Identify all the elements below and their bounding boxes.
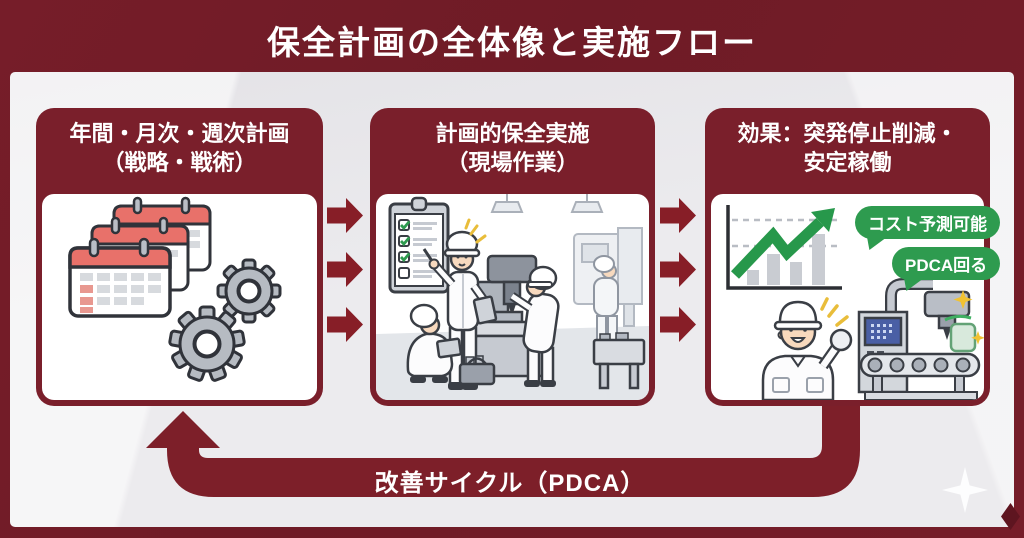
crouching-worker-icon bbox=[406, 303, 462, 383]
lamp-icon bbox=[490, 194, 604, 213]
diamond-decoration bbox=[1001, 503, 1020, 530]
flow-box-planning: 年間・月次・週次計画 （戦略・戦術） bbox=[36, 108, 323, 406]
pdca-badge: PDCA回る bbox=[892, 247, 1001, 280]
machine-icon bbox=[857, 278, 984, 400]
parts-bench-icon bbox=[592, 332, 646, 390]
page-title: 保全計画の全体像と実施フロー bbox=[267, 24, 757, 61]
cycle-label: 改善サイクル（PDCA） bbox=[374, 470, 646, 497]
sparkle-icon bbox=[953, 290, 984, 345]
flow-box-effect-title-line1: 効果：突発停止削減・ bbox=[737, 120, 958, 146]
calendar-icon bbox=[68, 237, 172, 318]
flow-box-execution-body bbox=[376, 194, 649, 400]
checklist-clipboard-icon bbox=[388, 196, 450, 294]
flow-box-planning-title-line1: 年間・月次・週次計画 bbox=[69, 120, 290, 146]
pdca-badge-label: PDCA回る bbox=[905, 256, 988, 275]
flow-box-execution-header: 計画的保全実施 （現場作業） bbox=[370, 108, 655, 188]
flow-arrow-right-icon bbox=[327, 307, 363, 342]
worker-cheering-icon bbox=[761, 297, 853, 400]
gear-icon bbox=[168, 305, 246, 382]
flow-box-effect-header: 効果：突発停止削減・ 安定稼働 bbox=[705, 108, 990, 188]
flow-box-execution-title-line1: 計画的保全実施 bbox=[435, 120, 590, 146]
cost-predictable-badge: コスト予測可能 bbox=[855, 206, 1000, 239]
flow-box-effect-body bbox=[711, 194, 984, 400]
flow-arrow-right-icon bbox=[327, 198, 363, 233]
flow-box-planning-body bbox=[42, 194, 317, 400]
flow-arrow-right-icon bbox=[327, 252, 363, 287]
flow-box-execution-title-line2: （現場作業） bbox=[446, 150, 579, 175]
flow-arrow-right-icon bbox=[660, 252, 696, 287]
sparkle-icon bbox=[942, 467, 988, 513]
growth-chart-icon bbox=[726, 205, 842, 290]
background-worker-icon bbox=[593, 255, 619, 343]
flow-box-planning-header: 年間・月次・週次計画 （戦略・戦術） bbox=[36, 108, 323, 188]
gear-icon bbox=[216, 258, 282, 324]
flow-box-planning-title-line2: （戦略・戦術） bbox=[102, 150, 257, 175]
flow-arrow-right-icon bbox=[660, 198, 696, 233]
factory-workers-illustration bbox=[376, 194, 649, 400]
flow-arrow-right-icon bbox=[660, 307, 696, 342]
worker-icon bbox=[509, 265, 560, 387]
effect-illustration bbox=[726, 205, 984, 400]
flow-box-effect-title-line2: 安定稼働 bbox=[803, 150, 892, 175]
cost-predictable-badge-label: コスト予測可能 bbox=[868, 215, 987, 234]
calendars-gears-illustration bbox=[68, 196, 282, 382]
flow-box-effect: 効果：突発停止削減・ 安定稼働 bbox=[705, 108, 990, 406]
toolbox-icon bbox=[458, 355, 496, 386]
flow-box-execution: 計画的保全実施 （現場作業） bbox=[370, 108, 655, 406]
